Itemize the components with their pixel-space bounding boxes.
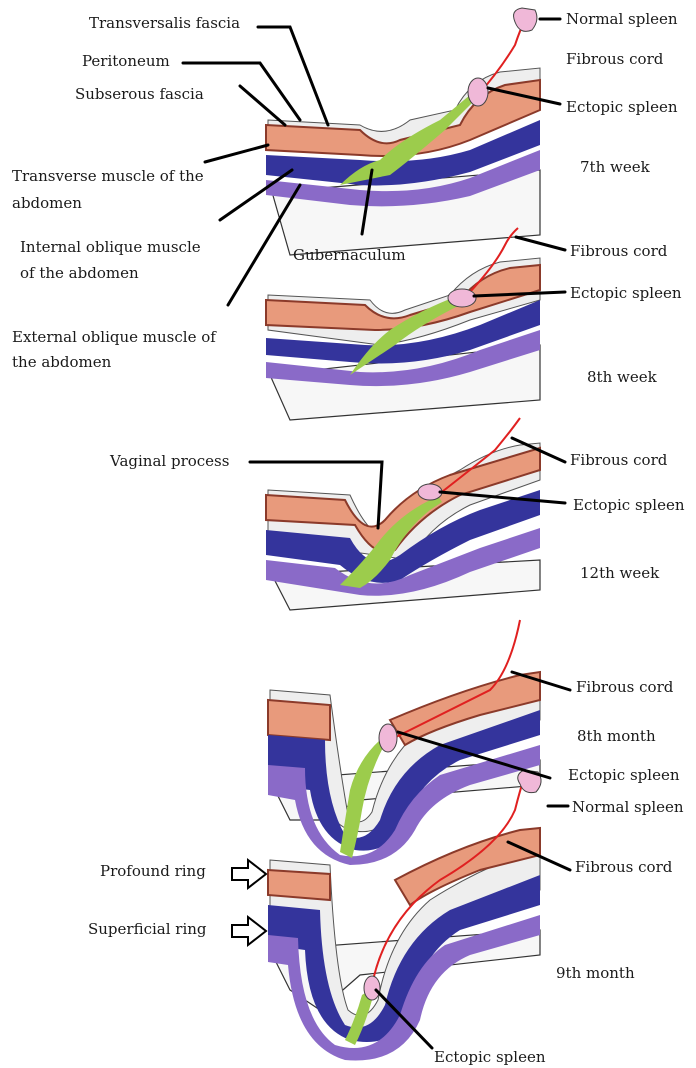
callout-fibrous-cord: Fibrous cord xyxy=(570,242,668,260)
callout-fibrous-cord: Fibrous cord xyxy=(570,451,668,469)
label-profound-ring: Profound ring xyxy=(100,862,206,880)
label-external-oblique-1: External oblique muscle of xyxy=(12,328,217,346)
stage-label-7th-week: 7th week xyxy=(580,158,651,176)
callout-ectopic-spleen: Ectopic spleen xyxy=(573,496,685,514)
ectopic-spleen-shape xyxy=(448,289,476,307)
stage-12th-week xyxy=(266,418,540,610)
label-internal-oblique-2: of the abdomen xyxy=(20,264,139,282)
stage-8th-month xyxy=(268,620,540,865)
stage-label-9th-month: 9th month xyxy=(556,964,635,982)
leader-fibrous-cord-2 xyxy=(516,237,565,250)
skin-layer xyxy=(268,700,330,740)
ectopic-spleen-shape xyxy=(379,724,397,752)
ectopic-spleen-shape xyxy=(468,78,488,106)
callout-normal-spleen: Normal spleen xyxy=(566,10,678,28)
label-transverse-muscle-2: abdomen xyxy=(12,194,82,212)
label-transverse-muscle-1: Transverse muscle of the xyxy=(12,167,204,185)
label-internal-oblique-1: Internal oblique muscle xyxy=(20,238,201,256)
callout-normal-spleen: Normal spleen xyxy=(572,798,684,816)
stage-label-12th-week: 12th week xyxy=(580,564,660,582)
callout-ectopic-spleen: Ectopic spleen xyxy=(568,766,680,784)
superficial-ring-arrow-icon xyxy=(232,917,266,945)
callout-ectopic-spleen: Ectopic spleen xyxy=(434,1048,546,1066)
label-gubernaculum: Gubernaculum xyxy=(293,246,406,264)
label-superficial-ring: Superficial ring xyxy=(88,920,207,938)
callout-ectopic-spleen: Ectopic spleen xyxy=(570,284,682,302)
stage-label-8th-month: 8th month xyxy=(577,727,656,745)
label-vaginal-process: Vaginal process xyxy=(109,452,229,470)
skin-layer xyxy=(268,870,330,900)
label-external-oblique-2: the abdomen xyxy=(12,353,112,371)
normal-spleen-shape xyxy=(514,8,537,31)
callout-ectopic-spleen: Ectopic spleen xyxy=(566,98,678,116)
profound-ring-arrow-icon xyxy=(232,860,266,888)
callout-fibrous-cord: Fibrous cord xyxy=(575,858,673,876)
label-peritoneum: Peritoneum xyxy=(82,52,170,70)
ectopic-spleen-shape xyxy=(418,484,442,500)
label-subserous-fascia: Subserous fascia xyxy=(75,85,204,103)
leader-subserous xyxy=(240,86,285,125)
label-transversalis-fascia: Transversalis fascia xyxy=(89,14,240,32)
callout-fibrous-cord: Fibrous cord xyxy=(566,50,664,68)
ectopic-spleen-shape xyxy=(364,976,380,1000)
callout-fibrous-cord: Fibrous cord xyxy=(576,678,674,696)
stage-7th-week xyxy=(266,8,540,255)
leader-transverse-muscle xyxy=(205,145,268,162)
stage-label-8th-week: 8th week xyxy=(587,368,658,386)
